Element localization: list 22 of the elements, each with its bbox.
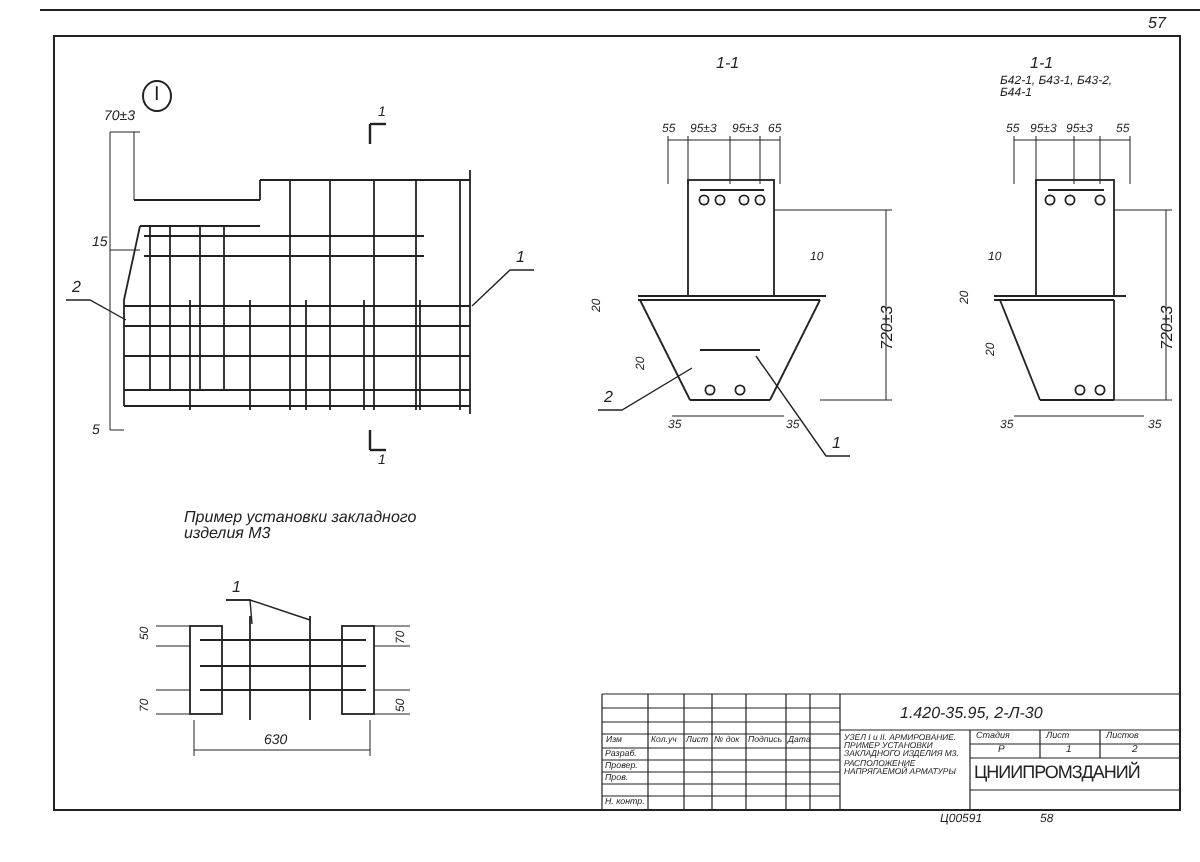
callout-number: 2 (604, 390, 613, 406)
leader-line (471, 269, 535, 307)
leader-line (755, 355, 851, 457)
embedded-part-drawing (189, 615, 375, 721)
dimension-label: 720±3 (1160, 305, 1176, 350)
callout-number: 2 (72, 280, 81, 296)
organization-name: ЦНИИПРОМЗДАНИЙ (974, 764, 1140, 782)
page-number: 57 (1148, 16, 1166, 32)
view-marker: I (142, 80, 172, 112)
section-label: 1-1 (1030, 56, 1054, 72)
leader-line (597, 367, 693, 411)
section-label: 1-1 (716, 56, 740, 72)
leader-line (65, 299, 127, 321)
dimension-label: 720±3 (880, 305, 896, 350)
leader-line (225, 599, 311, 621)
callout-number: 1 (232, 580, 241, 596)
document-code: 1.420-35.95, 2-Л-30 (900, 706, 1043, 722)
rebar-cage-drawing (123, 169, 471, 415)
callout-number: 1 (516, 250, 525, 266)
callout-number: 1 (832, 436, 841, 452)
drawing-title: Пример установки закладного изделия М3 (184, 510, 419, 542)
beam-section-drawing (637, 179, 827, 401)
